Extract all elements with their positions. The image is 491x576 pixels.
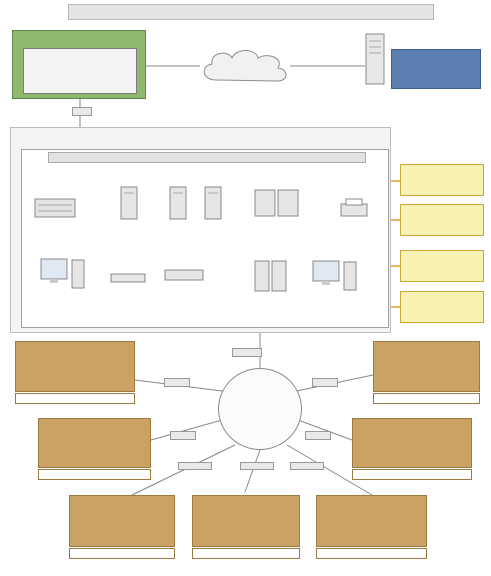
link-tag [305, 431, 331, 440]
office-caption [69, 548, 175, 559]
workstation-icon [312, 260, 357, 291]
tower-server-icon [120, 186, 138, 220]
office-box [69, 495, 175, 547]
lan-header [48, 152, 366, 163]
office-caption [15, 393, 135, 404]
office-caption [373, 393, 480, 404]
office-caption [38, 469, 151, 480]
uplink-tag [72, 107, 92, 116]
switch-icon [164, 269, 204, 281]
device-tower-server [204, 186, 222, 225]
device-tower-server [169, 186, 187, 225]
link-tag [170, 431, 196, 440]
side-box [400, 291, 484, 323]
link-tag [232, 348, 262, 357]
office-box [38, 418, 151, 468]
cloud-icon [203, 50, 287, 82]
side-box [400, 164, 484, 196]
device-printer [340, 198, 368, 223]
office-caption [192, 548, 300, 559]
device-switch [164, 268, 204, 286]
rack-server-icon [34, 198, 76, 218]
office-box [192, 495, 300, 547]
device-tower-server [120, 186, 138, 225]
side-box [400, 250, 484, 282]
link-tag [290, 462, 324, 470]
tower-server-icon [204, 186, 222, 220]
workstation-icon [40, 258, 85, 289]
link-tag [312, 378, 338, 387]
device-rack-server [34, 196, 76, 225]
lan-region [10, 127, 391, 333]
lan-inner-box [21, 149, 389, 328]
side-box [400, 204, 484, 236]
tower-server-icon [169, 186, 187, 220]
external-server [365, 33, 385, 85]
tower-server-icon [365, 33, 385, 85]
office-box [316, 495, 427, 547]
office-caption [316, 548, 427, 559]
device-media-converter [110, 270, 146, 288]
diagram-title [68, 4, 434, 20]
office-box [15, 341, 135, 392]
storage-array-icon [254, 189, 299, 217]
device-workstation [40, 258, 86, 295]
device-workstation [312, 260, 358, 297]
office-box [373, 341, 480, 392]
device-tower-server [254, 260, 288, 297]
device-storage-array [254, 188, 300, 223]
link-tag [164, 378, 190, 387]
link-tag [178, 462, 212, 470]
tower-server-icon [254, 260, 287, 292]
office-box [352, 418, 472, 468]
link-tag [240, 462, 274, 470]
internet-cloud [196, 46, 292, 88]
office-caption [352, 469, 472, 480]
printer-icon [340, 198, 368, 217]
external-partner-box [391, 49, 481, 89]
public-network-node [218, 368, 302, 450]
central-office-box [12, 30, 146, 99]
central-office-inner [23, 48, 137, 94]
media-converter-icon [110, 273, 146, 283]
